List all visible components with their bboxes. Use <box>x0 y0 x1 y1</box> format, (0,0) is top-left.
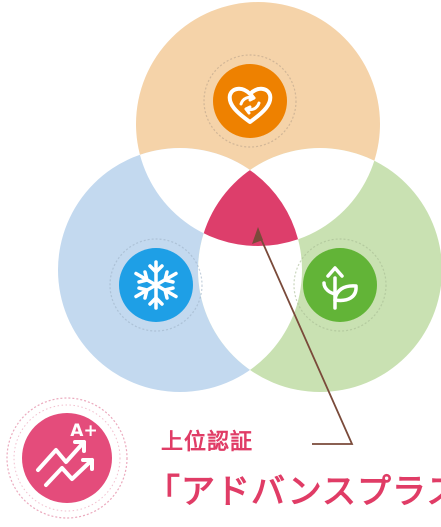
connector-line <box>257 231 354 445</box>
stamp-ring-top <box>203 54 297 148</box>
snowflake-icon <box>119 248 193 322</box>
connector-arrowhead <box>252 227 263 244</box>
advance-plus-badge: A+ <box>6 397 128 519</box>
certification-label: 上位認証 <box>161 430 254 455</box>
center-overlap <box>198 148 302 246</box>
stamp-ring-right <box>293 238 387 332</box>
program-name-label: 「アドバンスプラス <box>146 472 441 512</box>
heart-cycle-icon <box>213 64 287 138</box>
sprout-icon <box>303 248 377 322</box>
stamp-ring-left <box>109 238 203 332</box>
advance-mark-text: A+ <box>70 421 97 441</box>
